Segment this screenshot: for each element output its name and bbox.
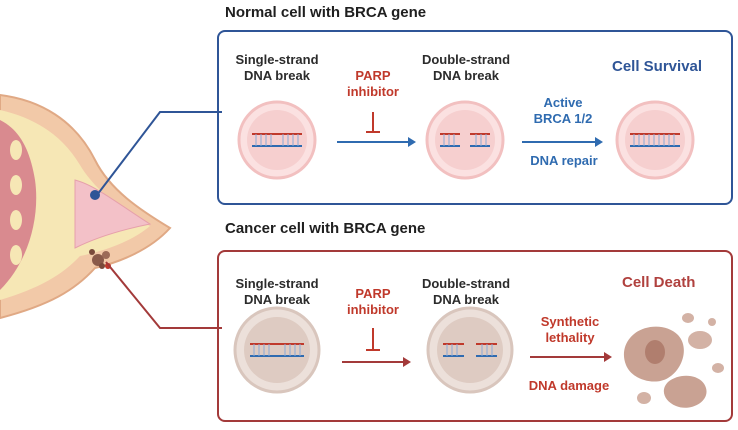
cancer-section-title: Cancer cell with BRCA gene bbox=[225, 220, 426, 237]
normal-single-strand-label: Single-strand DNA break bbox=[235, 52, 319, 83]
cancer-parp-inhibitor-label: PARP inhibitor bbox=[347, 286, 399, 317]
normal-section-title: Normal cell with BRCA gene bbox=[225, 4, 427, 21]
normal-cell-double-strand-break bbox=[425, 100, 505, 180]
cancer-single-strand-label: Single-strand DNA break bbox=[235, 276, 319, 307]
dna-repair-label: DNA repair bbox=[530, 153, 598, 168]
normal-arrow-1 bbox=[337, 137, 416, 147]
breast-illustration-icon bbox=[0, 93, 172, 320]
normal-cell-repaired bbox=[615, 100, 695, 180]
cell-death-label: Cell Death bbox=[622, 274, 696, 291]
cancer-double-strand-label: Double-strand DNA break bbox=[421, 276, 511, 307]
synthetic-lethality-label: Synthetic lethality bbox=[540, 314, 600, 345]
cancer-cell-double-strand-break bbox=[426, 306, 514, 394]
cancer-arrow-2 bbox=[530, 352, 612, 362]
normal-connector-line bbox=[96, 111, 222, 196]
normal-parp-inhibitor-label: PARP inhibitor bbox=[347, 68, 399, 99]
cancer-connector-line bbox=[105, 261, 222, 329]
normal-arrow-2 bbox=[522, 137, 603, 147]
cancer-arrow-1 bbox=[342, 357, 411, 367]
active-brca-label: Active BRCA 1/2 bbox=[533, 95, 593, 126]
cancer-cell-panel bbox=[217, 250, 733, 422]
cell-death-fragments-icon bbox=[623, 313, 724, 408]
normal-inhibitor-mark bbox=[366, 112, 380, 133]
normal-cell-single-strand-break bbox=[237, 100, 317, 180]
normal-double-strand-label: Double-strand DNA break bbox=[421, 52, 511, 83]
cancer-cell-single-strand-break bbox=[233, 306, 321, 394]
cancer-inhibitor-mark bbox=[366, 328, 380, 351]
dna-damage-label: DNA damage bbox=[528, 378, 610, 393]
normal-cell-panel bbox=[217, 30, 733, 205]
cell-survival-label: Cell Survival bbox=[612, 58, 703, 75]
